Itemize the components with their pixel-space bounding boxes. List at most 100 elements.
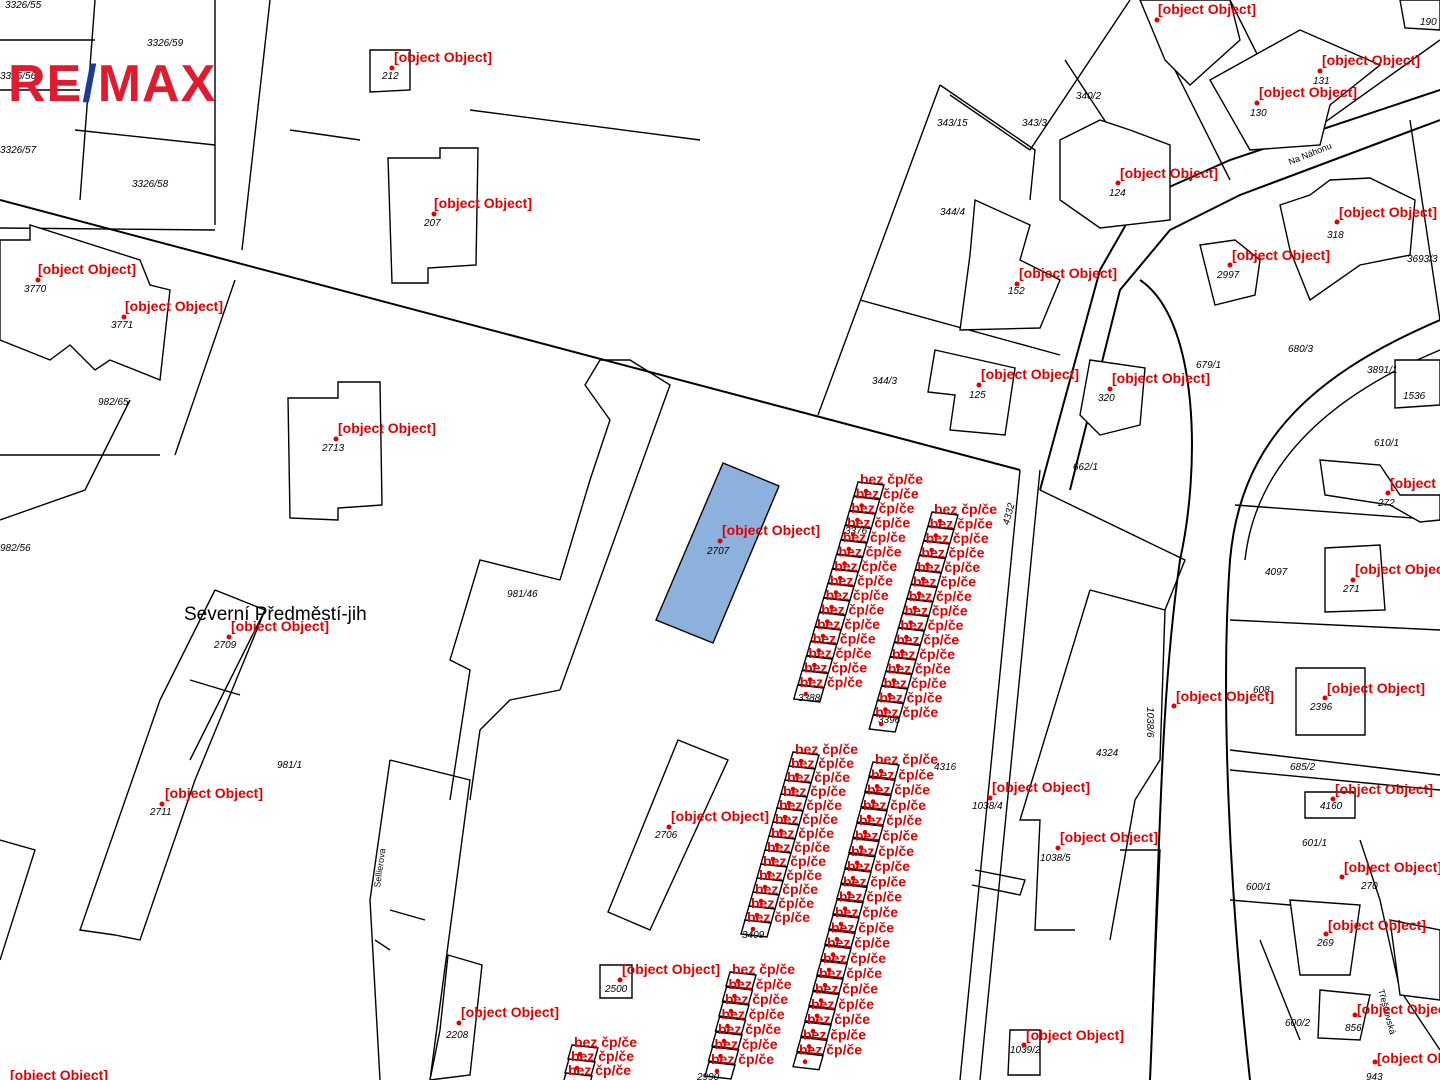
parcel-number: 344/4 [940, 207, 965, 218]
garage-label: bez čp/če [875, 751, 938, 767]
address-dot [816, 648, 821, 653]
address-dot [818, 998, 824, 1003]
parcel-number: 130 [1250, 108, 1267, 119]
garage-label: bez čp/če [851, 843, 914, 859]
garage [820, 944, 852, 964]
garage [740, 919, 772, 938]
garage-label: bez čp/če [817, 616, 880, 632]
address-dot [750, 926, 756, 932]
address-dot [812, 662, 817, 668]
garage-label: bez čp/če [791, 755, 854, 771]
address-dot [858, 845, 864, 850]
garage-label: bez čp/če [847, 858, 910, 874]
address-dot [718, 1053, 723, 1059]
address-dot [937, 518, 943, 524]
garage-label: bez čp/če [779, 797, 842, 813]
garage-label: bez čp/če [568, 1062, 631, 1078]
garage-label: bez čp/če [751, 895, 814, 911]
garage [792, 684, 825, 703]
garage-label: bez čp/če [913, 574, 976, 590]
address-dot [859, 503, 864, 508]
address-dot [862, 829, 868, 835]
address-label: [object Object] [1176, 688, 1274, 704]
address-dot [825, 619, 830, 624]
parcel-number: 4316 [934, 762, 957, 773]
garage-label: bez čp/če [831, 919, 894, 935]
parcel-number: 131 [1313, 76, 1330, 87]
garage-label: bez čp/če [855, 828, 918, 844]
garage [808, 990, 840, 1010]
garage [856, 807, 888, 826]
parcel-number: 4160 [1320, 801, 1343, 812]
address-dot [833, 590, 839, 595]
address-dot [920, 576, 926, 582]
garage [804, 1006, 836, 1025]
garage [714, 1016, 747, 1035]
garage-label: bez čp/če [892, 646, 955, 662]
address-dot [891, 678, 897, 683]
garage-label: bez čp/če [921, 545, 984, 561]
parcel-number: 856 [1345, 1023, 1362, 1034]
address-dot [866, 814, 872, 820]
garage [868, 761, 900, 780]
address-label: [object Object] [1357, 1001, 1440, 1017]
address-dot [782, 814, 788, 820]
address-dot [577, 1051, 583, 1057]
garage-label: bez čp/če [827, 935, 890, 951]
address-label: [object Object] [231, 618, 329, 634]
garage [792, 1051, 824, 1071]
logo-text-right: MAX [97, 55, 217, 113]
address-dot [829, 604, 834, 610]
garage-label: bez čp/če [930, 516, 993, 532]
garage [824, 929, 856, 949]
parcel-number: 3396 [878, 715, 901, 726]
garage-label: bez čp/če [715, 1036, 778, 1052]
parcel-number: 2208 [445, 1030, 469, 1041]
parcel-number: 125 [969, 390, 986, 401]
address-dot [908, 620, 913, 625]
garage-label: bez čp/če [875, 704, 938, 720]
garage [840, 868, 872, 887]
garage-label: bez čp/če [807, 1011, 870, 1027]
parcel-number: 271 [1342, 584, 1360, 595]
parcel-number: 680/3 [1288, 344, 1313, 355]
garage-label: bez čp/če [755, 881, 818, 897]
address-label: [object Object] [1377, 1050, 1440, 1066]
garage-label: bez čp/če [835, 904, 898, 920]
address-label: [object Object] [1390, 475, 1440, 491]
parcel-number: 343/3 [1022, 118, 1047, 129]
address-dot [721, 1038, 727, 1044]
garage-label: bez čp/če [847, 515, 910, 531]
garage-label: bez čp/če [843, 529, 906, 545]
address-label: [object Object] [622, 961, 720, 977]
garage-label: bez čp/če [905, 603, 968, 619]
address-dot [826, 967, 832, 973]
garage-label: bez čp/če [851, 500, 914, 516]
street-sellierova: Sellierova [372, 848, 387, 889]
parcel-number: 982/56 [0, 543, 31, 554]
address-dot [838, 921, 844, 927]
address-label: [object Object] [1158, 1, 1256, 17]
garage-label: bez čp/če [722, 1006, 785, 1022]
garage [828, 914, 860, 933]
address-dot [899, 649, 905, 654]
address-dot [895, 663, 901, 669]
garage-label: bez čp/če [830, 573, 893, 589]
garage [860, 791, 892, 811]
address-label: [object Object] [1355, 561, 1440, 577]
address-label: [object Object] [1112, 370, 1210, 386]
address-label: [object Object] [165, 785, 263, 801]
garage-label: bez čp/če [800, 674, 863, 690]
address-dot [925, 562, 930, 567]
garage-label: bez čp/če [815, 981, 878, 997]
garage [563, 1072, 593, 1080]
address-dot [846, 546, 852, 552]
parcel-number: 344/3 [872, 376, 897, 387]
highlighted-parcel[interactable] [655, 462, 780, 644]
parcel-number: 2713 [321, 443, 345, 454]
garage-label: bez čp/če [867, 782, 930, 798]
area-name: Severní Předměstí-jih [184, 604, 367, 625]
garage-label: bez čp/če [871, 766, 934, 782]
